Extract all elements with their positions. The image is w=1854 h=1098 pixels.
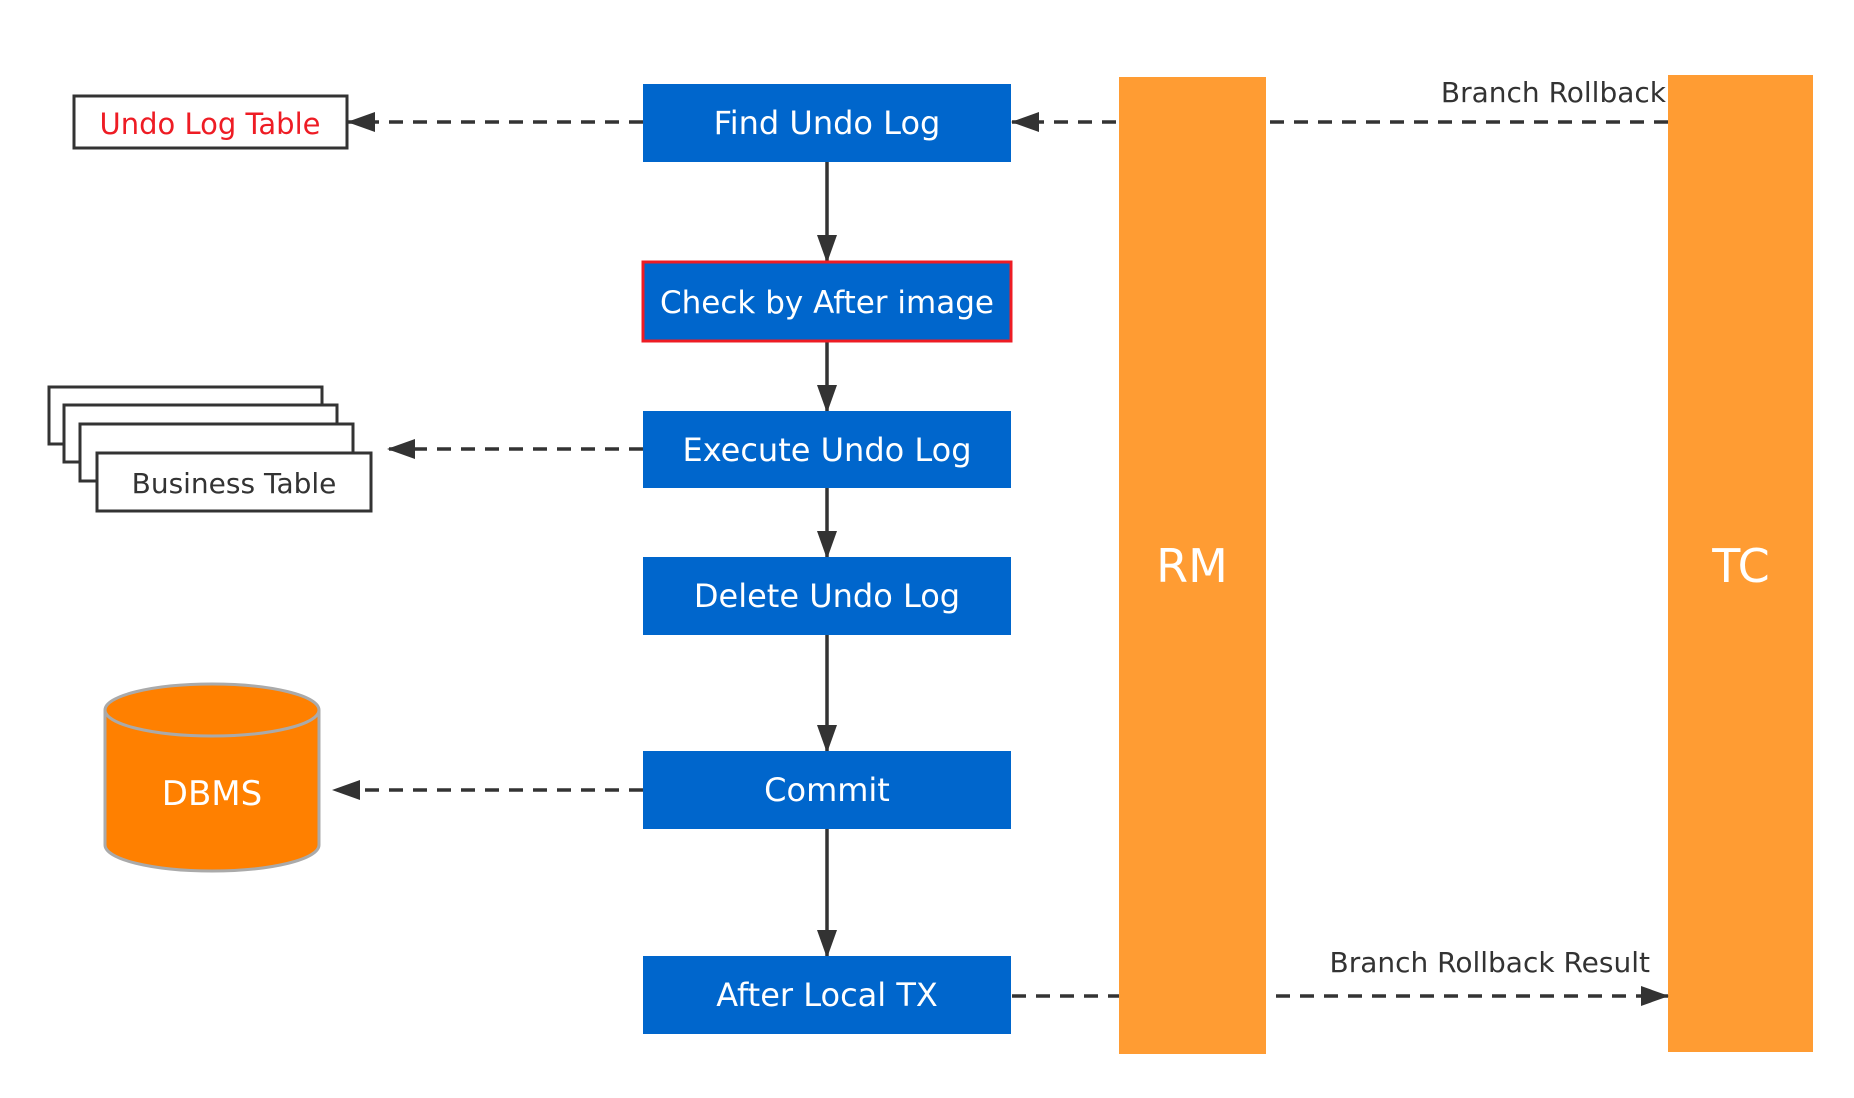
node-check-after-image-label: Check by After image bbox=[660, 285, 994, 321]
node-execute-undo-log: Execute Undo Log bbox=[643, 411, 1011, 488]
node-commit-label: Commit bbox=[764, 771, 890, 809]
tc-lane-label: TC bbox=[1711, 539, 1770, 593]
edge-label-branch-rollback: Branch Rollback bbox=[1441, 76, 1667, 109]
business-table-label: Business Table bbox=[132, 467, 337, 500]
node-check-after-image: Check by After image bbox=[641, 260, 1013, 343]
rm-lane-overlay-bottom bbox=[1119, 984, 1266, 1008]
dbms-label: DBMS bbox=[162, 774, 262, 814]
node-find-undo-log: Find Undo Log bbox=[643, 84, 1011, 162]
node-commit: Commit bbox=[643, 751, 1011, 829]
node-after-local-tx-label: After Local TX bbox=[716, 976, 938, 1014]
undo-log-table: Undo Log Table bbox=[72, 94, 349, 150]
node-delete-undo-log-label: Delete Undo Log bbox=[694, 577, 960, 615]
rm-lane-label: RM bbox=[1156, 539, 1228, 593]
node-after-local-tx: After Local TX bbox=[643, 956, 1011, 1034]
dbms-cylinder: DBMS bbox=[103, 682, 321, 873]
rm-lane-overlay bbox=[1119, 110, 1266, 134]
edge-label-branch-rollback-result: Branch Rollback Result bbox=[1329, 946, 1650, 979]
undo-log-table-label: Undo Log Table bbox=[100, 107, 321, 141]
tc-lane bbox=[1668, 75, 1813, 1052]
rm-lane bbox=[1119, 77, 1266, 1054]
node-delete-undo-log: Delete Undo Log bbox=[643, 557, 1011, 635]
business-table-stack: Business Table bbox=[47, 385, 373, 513]
node-execute-undo-log-label: Execute Undo Log bbox=[682, 431, 971, 469]
node-find-undo-log-label: Find Undo Log bbox=[714, 104, 941, 142]
